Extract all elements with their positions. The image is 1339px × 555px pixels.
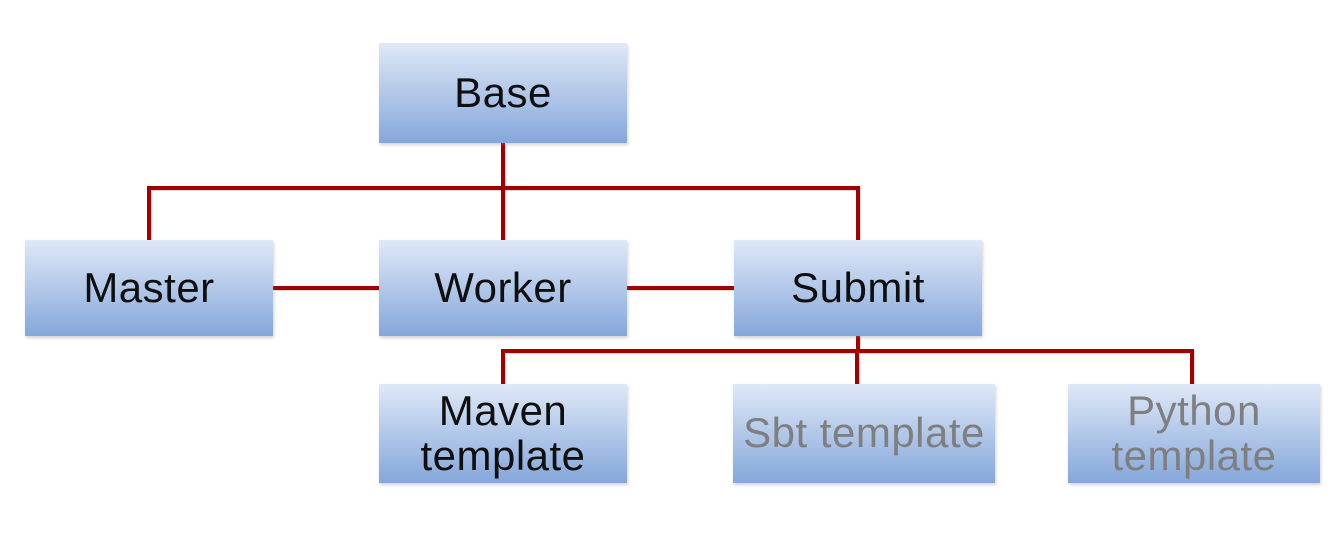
node-submit-label: Submit [791, 263, 925, 311]
connector-bottom-bus [501, 349, 1194, 353]
node-python-template-label: Python template [1111, 386, 1277, 479]
node-worker: Worker [379, 240, 627, 336]
connector-bus-to-worker [501, 190, 505, 240]
node-maven-template-label: Maven template [420, 386, 586, 479]
connector-bus-to-maven [501, 353, 505, 384]
connector-bus-to-submit [856, 190, 860, 240]
node-submit: Submit [734, 240, 982, 336]
node-maven-template: Maven template [379, 384, 627, 483]
connector-top-bus [147, 186, 860, 190]
connector-bus-to-master [147, 190, 151, 240]
connector-base-to-bus [501, 143, 505, 188]
node-sbt-template: Sbt template [733, 384, 995, 483]
connector-bus-to-python [1190, 353, 1194, 384]
connector-master-worker [273, 286, 379, 290]
connector-bus-to-sbt [855, 353, 859, 384]
connector-worker-submit [627, 286, 734, 290]
node-worker-label: Worker [434, 263, 572, 311]
node-master: Master [25, 240, 273, 336]
node-base-label: Base [454, 68, 552, 116]
node-master-label: Master [83, 263, 215, 311]
node-python-template: Python template [1068, 384, 1320, 483]
node-base: Base [379, 43, 627, 143]
node-sbt-template-label: Sbt template [743, 409, 985, 457]
connector-submit-to-bus [856, 336, 860, 353]
